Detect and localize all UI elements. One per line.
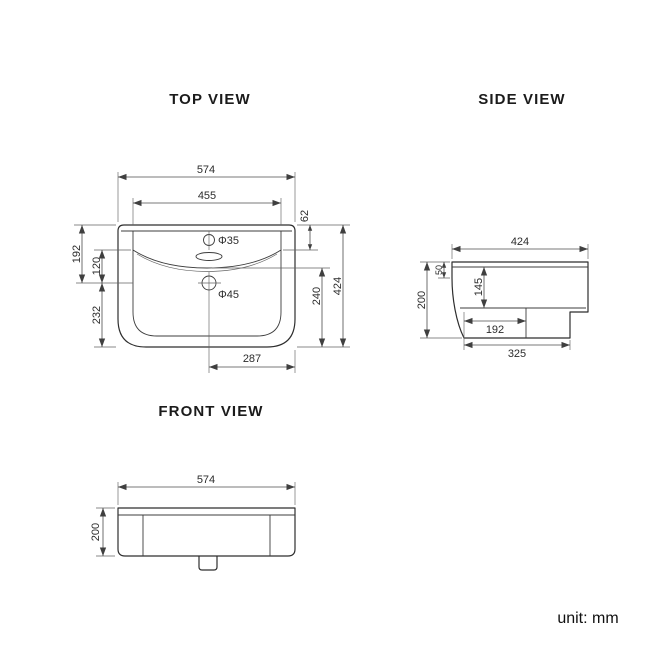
faucet-hole-label: Φ35 — [218, 235, 239, 247]
dim-192-side: 192 — [486, 324, 504, 336]
dim-325-side: 325 — [508, 348, 526, 360]
dim-50-side: 50 — [434, 265, 444, 275]
dim-145-side: 145 — [473, 278, 485, 296]
dim-200-side: 200 — [416, 291, 428, 309]
dim-200-front: 200 — [90, 523, 102, 541]
front-view-title: FRONT VIEW — [158, 403, 263, 420]
dim-287: 287 — [243, 353, 261, 365]
deck-edge-lines — [132, 231, 282, 250]
dim-232: 232 — [91, 306, 103, 324]
dim-424: 424 — [332, 277, 344, 295]
dim-424-side: 424 — [511, 236, 529, 248]
side-view-title: SIDE VIEW — [478, 91, 565, 108]
dim-574: 574 — [197, 164, 215, 176]
basin-side-outline — [451, 261, 589, 339]
front-view-drawing: 574 200 — [90, 474, 296, 571]
dim-120: 120 — [91, 257, 103, 275]
basin-front-outline — [117, 507, 296, 557]
unit-label: unit: mm — [557, 610, 618, 627]
drain-hole-label: Φ45 — [218, 289, 239, 301]
bowl-outline — [132, 249, 282, 337]
front-inner-edges — [142, 515, 271, 556]
top-view-drawing: 574 455 62 424 240 192 120 232 287 Φ35 Φ… — [71, 164, 350, 373]
dim-240: 240 — [311, 287, 323, 305]
front-extension-lines — [96, 482, 296, 557]
top-view-extension-lines — [74, 172, 350, 373]
dim-574-front: 574 — [197, 474, 215, 486]
bowl-rim-curve — [136, 253, 278, 272]
top-view-title: TOP VIEW — [169, 91, 251, 108]
side-view-drawing: 424 200 50 145 192 325 — [416, 236, 589, 360]
drain-stub — [198, 556, 218, 571]
dim-62: 62 — [299, 210, 311, 222]
dim-192: 192 — [71, 245, 83, 263]
dim-455: 455 — [198, 190, 216, 202]
overflow-slot — [195, 252, 223, 261]
basin-top-outline — [117, 224, 296, 348]
